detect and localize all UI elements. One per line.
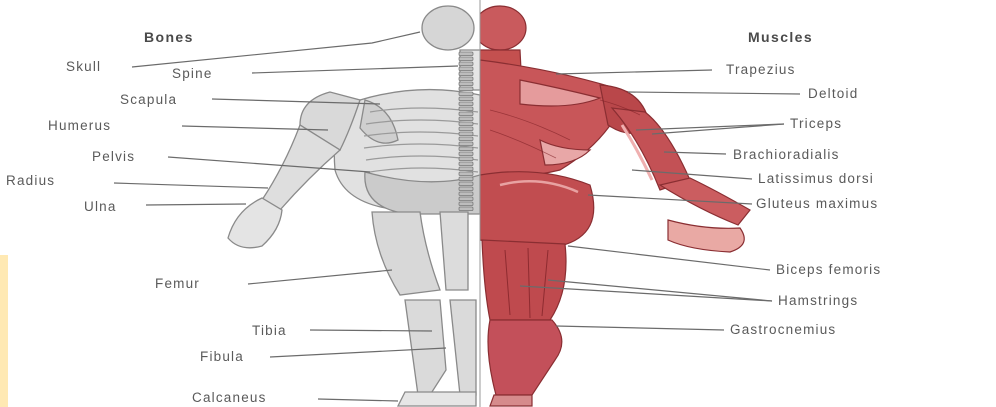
label-femur: Femur	[155, 276, 200, 292]
tibia-shape	[405, 300, 446, 395]
muscle-half	[474, 6, 750, 406]
label-gastrocnemius: Gastrocnemius	[730, 322, 836, 338]
label-brachioradialis: Brachioradialis	[733, 147, 840, 163]
label-spine: Spine	[172, 66, 213, 82]
leader-line	[556, 70, 712, 74]
label-ulna: Ulna	[84, 199, 117, 215]
label-triceps: Triceps	[790, 116, 842, 132]
label-pelvis: Pelvis	[92, 149, 135, 165]
label-radius: Radius	[6, 173, 55, 189]
muscles-header: Muscles	[748, 29, 813, 45]
leader-line	[568, 246, 770, 270]
label-hamstrings: Hamstrings	[778, 293, 858, 309]
calcaneus-shape	[398, 392, 476, 406]
leader-line	[548, 280, 772, 301]
leader-line	[114, 183, 268, 188]
gluteus-shape	[480, 172, 594, 247]
leader-line	[628, 92, 800, 94]
label-deltoid: Deltoid	[808, 86, 858, 102]
skull-shape	[422, 6, 474, 50]
leader-line	[248, 270, 392, 284]
label-humerus: Humerus	[48, 118, 111, 134]
hand-muscle-shape	[668, 220, 744, 252]
label-fibula: Fibula	[200, 349, 244, 365]
label-trapezius: Trapezius	[726, 62, 796, 78]
label-biceps-femoris: Biceps femoris	[776, 262, 881, 278]
hand-shape	[228, 198, 282, 248]
gastrocnemius-shape	[488, 320, 562, 395]
label-scapula: Scapula	[120, 92, 177, 108]
label-calcaneus: Calcaneus	[192, 390, 267, 406]
leader-line	[318, 399, 398, 401]
label-skull: Skull	[66, 59, 101, 75]
label-gluteus-maximus: Gluteus maximus	[756, 196, 878, 212]
label-latissimus-dorsi: Latissimus dorsi	[758, 171, 874, 187]
skeleton-half	[228, 6, 500, 406]
bones-header: Bones	[144, 29, 194, 45]
leader-line	[146, 204, 246, 205]
leader-line	[252, 66, 458, 73]
accent-bar	[0, 255, 8, 407]
femur-shape	[372, 212, 440, 295]
label-tibia: Tibia	[252, 323, 287, 339]
leader-line	[556, 326, 724, 330]
